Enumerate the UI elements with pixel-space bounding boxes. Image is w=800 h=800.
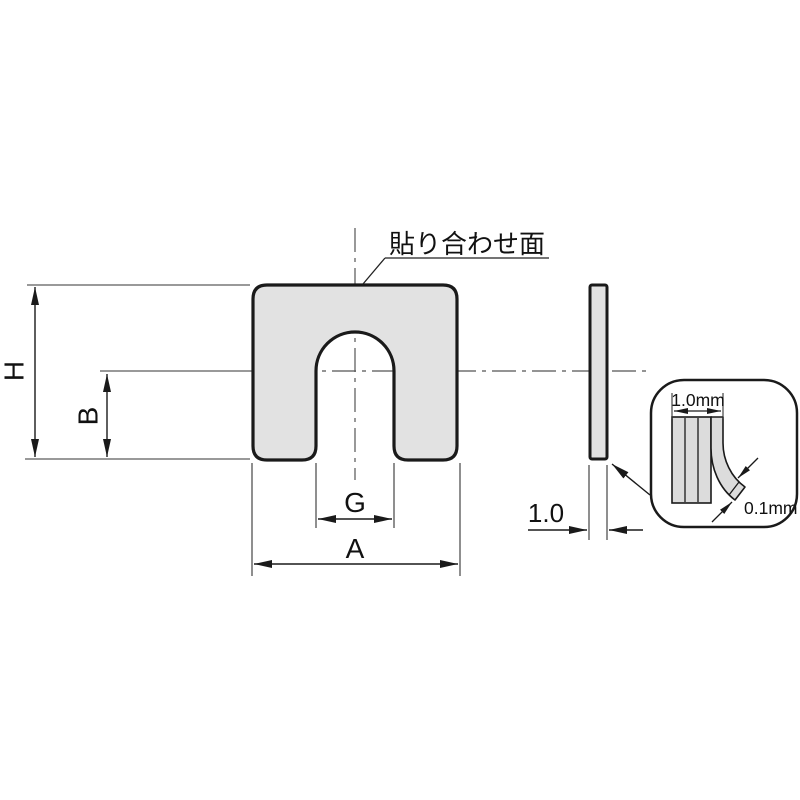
stack-width-label: 1.0mm (671, 390, 724, 410)
g-dimension-label: G (344, 487, 366, 518)
b-dimension: B (72, 374, 111, 457)
h-dimension: H (0, 284, 250, 460)
thickness-label: 1.0 (528, 498, 564, 528)
layer-thickness-label: 0.1mm (744, 498, 797, 518)
shim-side-profile (588, 283, 609, 461)
detail-balloon: 1.0mm 0.1mm (649, 378, 799, 529)
front-view: H B G A (0, 228, 647, 576)
peeling-layer (710, 416, 746, 501)
surface-callout: 貼り合わせ面 (362, 229, 549, 285)
stack-width-dimension: 1.0mm (671, 390, 725, 419)
a-dimension: A (251, 463, 461, 576)
g-dimension: G (315, 463, 395, 528)
shim-plate-shape (251, 283, 459, 462)
thickness-dimension: 1.0 (528, 465, 643, 540)
h-dimension-label: H (0, 361, 29, 381)
a-dimension-label: A (346, 533, 365, 564)
layer-thickness-dimension: 0.1mm (711, 457, 797, 523)
peel-tip-divider (728, 481, 740, 496)
side-view: 1.0 (528, 283, 651, 540)
surface-label: 貼り合わせ面 (389, 229, 545, 259)
detail-leader-arrow (611, 463, 651, 496)
laminate-stack (671, 416, 746, 504)
b-dimension-label: B (72, 407, 103, 426)
